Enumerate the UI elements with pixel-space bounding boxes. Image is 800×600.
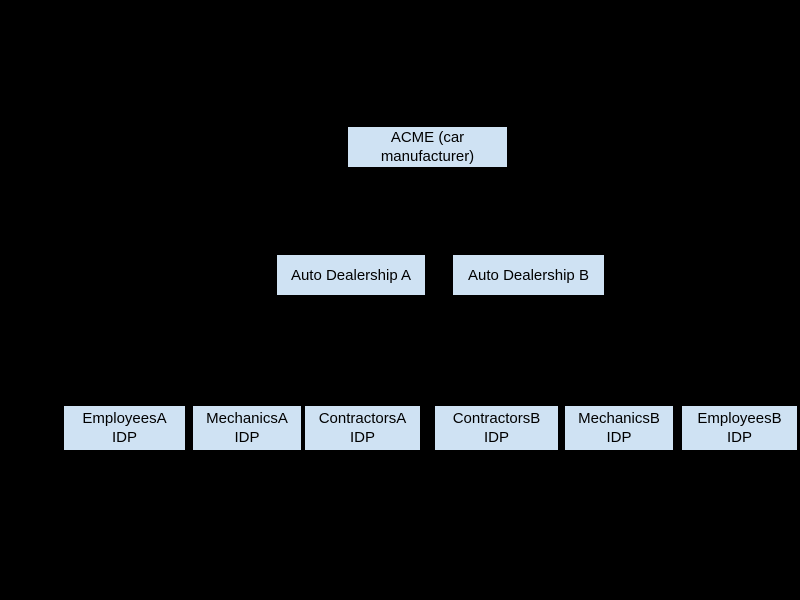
node-mechanics-b-idp: MechanicsB IDP [565,406,673,450]
node-acme: ACME (car manufacturer) [348,127,507,167]
node-employees-a-idp: EmployeesA IDP [64,406,185,450]
node-contractors-b-idp: ContractorsB IDP [435,406,558,450]
node-auto-dealership-b: Auto Dealership B [453,255,604,295]
node-contractors-a-idp: ContractorsA IDP [305,406,420,450]
node-auto-dealership-a: Auto Dealership A [277,255,425,295]
node-employees-b-idp: EmployeesB IDP [682,406,797,450]
node-mechanics-a-idp: MechanicsA IDP [193,406,301,450]
